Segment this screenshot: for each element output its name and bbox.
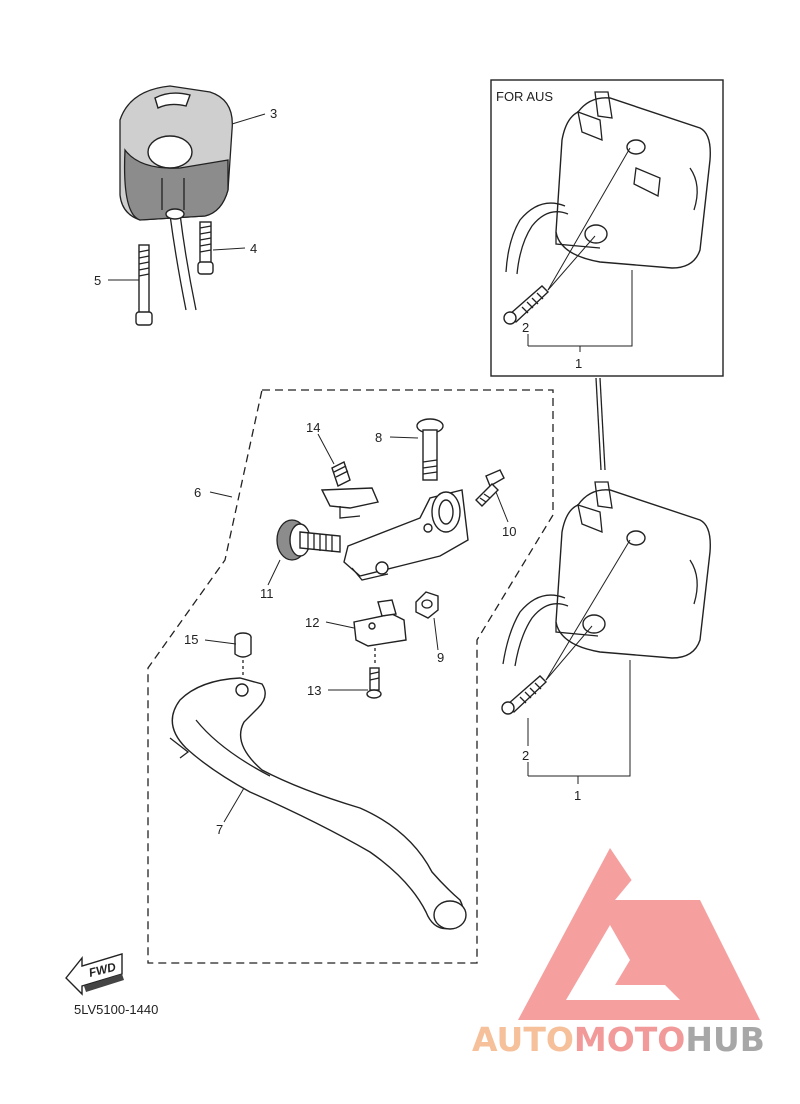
callout-9: 9 bbox=[437, 650, 444, 665]
callout-12: 12 bbox=[305, 615, 319, 630]
callout-4: 4 bbox=[250, 241, 257, 256]
watermark-logo bbox=[518, 848, 760, 1020]
inset-title: FOR AUS bbox=[496, 89, 553, 104]
screw-part-13 bbox=[366, 667, 382, 699]
screw-part-2-inset bbox=[503, 285, 550, 325]
watermark-auto: AUTO bbox=[472, 1020, 574, 1059]
screw-part-5 bbox=[135, 244, 153, 326]
collar-part-15 bbox=[234, 632, 252, 658]
screw-part-4 bbox=[197, 221, 214, 275]
callout-15: 15 bbox=[184, 632, 198, 647]
callout-14: 14 bbox=[306, 420, 320, 435]
watermark-text: AUTOMOTOHUB bbox=[472, 1020, 765, 1059]
inset-box-for-aus bbox=[490, 79, 724, 377]
watermark-hub: HUB bbox=[685, 1020, 765, 1059]
callout-6: 6 bbox=[194, 485, 201, 500]
callout-2-inset: 2 bbox=[522, 320, 529, 335]
handlebar-switch-part-3 bbox=[119, 85, 233, 311]
callout-1-inset: 1 bbox=[575, 356, 582, 371]
callout-13: 13 bbox=[307, 683, 321, 698]
watermark-moto: MOTO bbox=[573, 1020, 686, 1059]
screw-part-10 bbox=[475, 469, 505, 507]
lever-holder-bracket bbox=[320, 487, 469, 581]
bolt-part-8 bbox=[416, 418, 444, 481]
nut-part-9 bbox=[415, 591, 439, 619]
screw-part-2 bbox=[501, 675, 548, 715]
callout-11: 11 bbox=[260, 586, 274, 601]
switch-assembly-inset bbox=[505, 91, 711, 275]
fwd-arrow-icon: FWD bbox=[65, 953, 124, 996]
callout-3: 3 bbox=[270, 106, 277, 121]
callout-5: 5 bbox=[94, 273, 101, 288]
lever-assembly-outline bbox=[147, 389, 554, 964]
callout-2: 2 bbox=[522, 748, 529, 763]
adjuster-part-11 bbox=[276, 519, 341, 561]
callout-10: 10 bbox=[502, 524, 516, 539]
callout-1: 1 bbox=[574, 788, 581, 803]
callout-8: 8 bbox=[375, 430, 382, 445]
switch-assembly-main bbox=[502, 481, 711, 667]
switch-part-12 bbox=[353, 599, 407, 647]
fwd-label: FWD bbox=[87, 960, 117, 980]
part-code: 5LV5100-1440 bbox=[74, 1002, 159, 1017]
callout-7: 7 bbox=[216, 822, 223, 837]
screw-part-14 bbox=[331, 461, 351, 487]
clutch-lever-part-7 bbox=[169, 677, 467, 930]
